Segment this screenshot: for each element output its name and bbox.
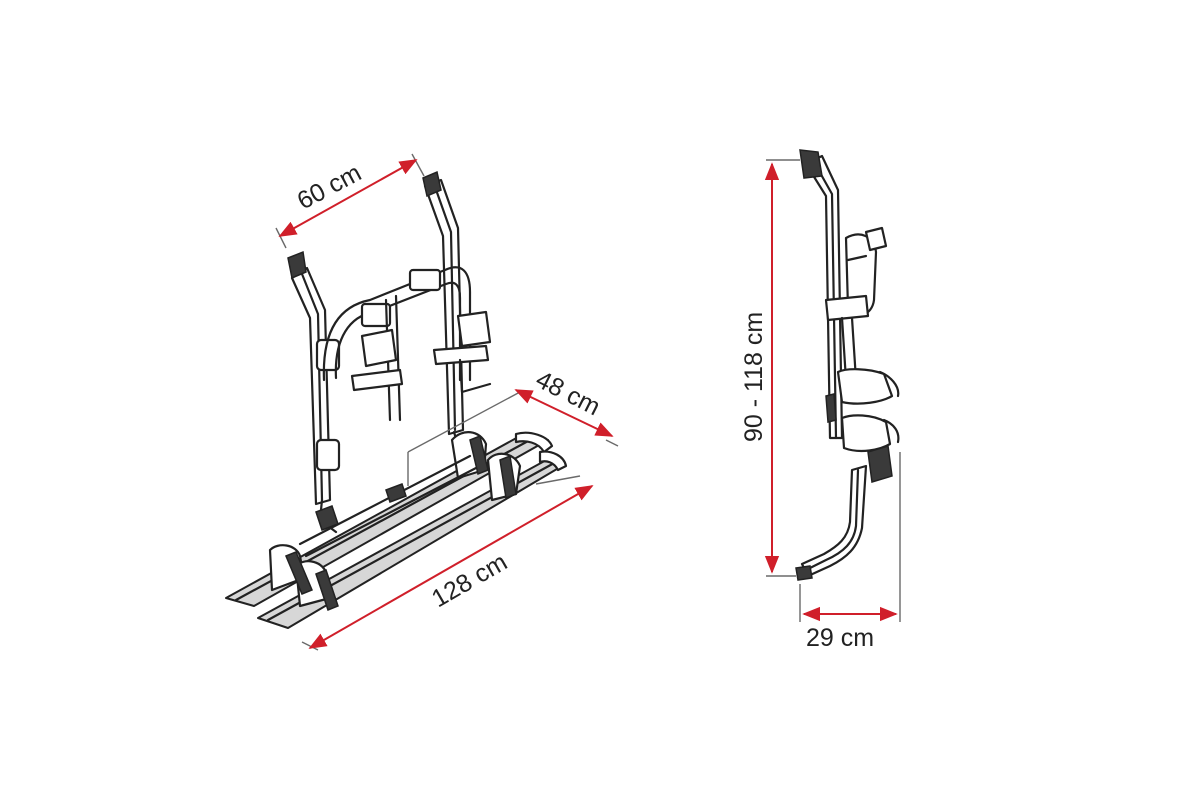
dimension-offset: 29 cm bbox=[799, 452, 901, 652]
dimension-line-depth bbox=[514, 389, 614, 437]
dimension-label-depth: 48 cm bbox=[531, 365, 604, 421]
perspective-view: 60 cm 48 cm 128 cm bbox=[225, 153, 619, 651]
dimension-label-length: 128 cm bbox=[427, 548, 512, 613]
dimension-length: 128 cm bbox=[301, 475, 594, 651]
left-upright-tube bbox=[290, 266, 341, 506]
side-lower-strut bbox=[795, 445, 893, 581]
frame-clamps bbox=[350, 294, 492, 422]
top-mount-brackets bbox=[287, 170, 442, 280]
side-wheel-cradles bbox=[836, 368, 900, 453]
upper-frame-loop bbox=[322, 266, 472, 382]
side-upper-clamp bbox=[824, 226, 888, 322]
dimension-line-width-top bbox=[278, 159, 418, 237]
dimension-height: 90 - 118 cm bbox=[740, 159, 800, 577]
right-upright-tube bbox=[423, 178, 465, 436]
dimension-label-height: 90 - 118 cm bbox=[740, 312, 768, 442]
dimension-line-length bbox=[308, 485, 594, 649]
dimension-label-offset: 29 cm bbox=[806, 624, 874, 652]
dimension-width-top: 60 cm bbox=[275, 153, 425, 249]
side-view: 90 - 118 cm 29 cm bbox=[740, 149, 901, 652]
dimension-label-width-top: 60 cm bbox=[293, 159, 366, 216]
side-main-tube bbox=[799, 149, 844, 440]
